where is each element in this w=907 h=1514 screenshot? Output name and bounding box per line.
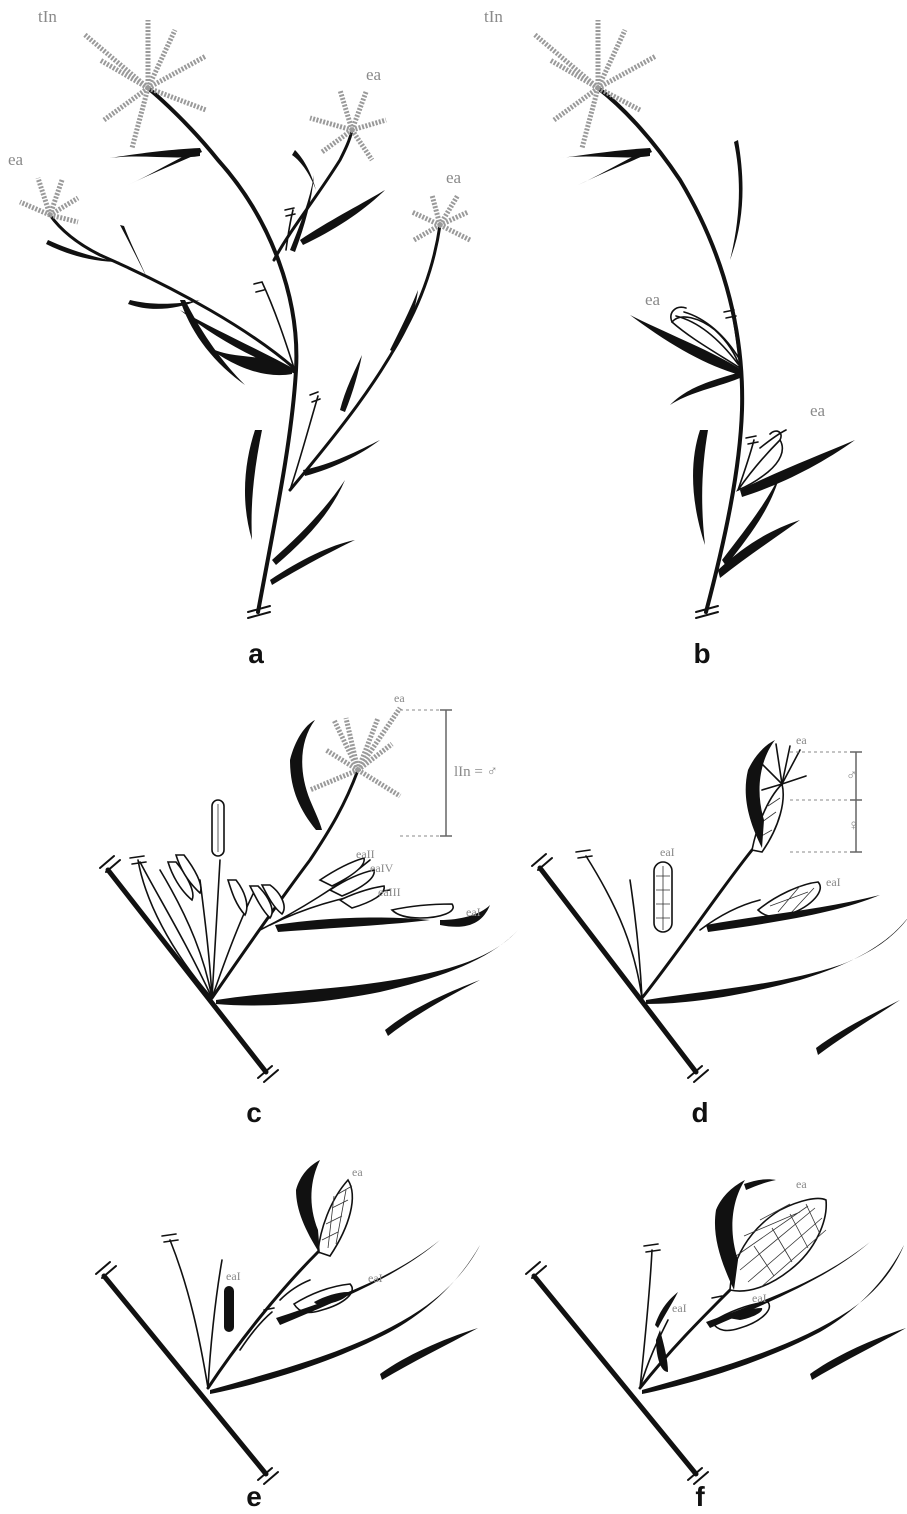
panel-c-eaII-label: eaII [356, 847, 375, 861]
panel-f-ea-label: ea [796, 1177, 807, 1191]
panel-f-eaI-label-1: eaI [672, 1301, 687, 1315]
panel-f-eaI-label-2: eaI [752, 1291, 767, 1305]
panel-d-letter: d [691, 1097, 708, 1128]
panel-a-ea-label-1: ea [366, 65, 382, 84]
panel-c-eaIV-label: eaIV [370, 861, 394, 875]
panel-d-male-label: ♂ [846, 768, 857, 784]
panel-d-plant [532, 740, 907, 1082]
panel-a-tIn-label: tIn [38, 7, 57, 26]
panel-a-plant [20, 20, 470, 618]
panel-b-letter: b [693, 638, 710, 669]
panel-d-eaI-label-2: eaI [826, 875, 841, 889]
panel-f-letter: f [695, 1481, 705, 1512]
panel-b-ea-label-2: ea [810, 401, 826, 420]
panel-e-letter: e [246, 1481, 262, 1512]
panel-f-plant [526, 1179, 906, 1484]
panel-c-lIn-male-label: lIn = ♂ [454, 764, 498, 780]
panel-c-eaIII-label: eaIII [378, 885, 401, 899]
panel-c-letter: c [246, 1097, 262, 1128]
panel-e-plant [96, 1160, 480, 1484]
panel-b-plant [534, 20, 855, 618]
panel-d-eaI-label-1: eaI [660, 845, 675, 859]
panel-b-tIn-label: tIn [484, 7, 503, 26]
panel-c-eaI-label: eaI [466, 905, 481, 919]
panel-e-eaI-label-2: eaI [368, 1271, 383, 1285]
panel-a-ea-label-3: ea [446, 168, 462, 187]
panel-a-letter: a [248, 638, 264, 669]
panel-a-ea-label-2: ea [8, 150, 24, 169]
panel-c-ea-label: ea [394, 691, 405, 705]
panel-b-ea-label-1: ea [645, 290, 661, 309]
panel-d-ea-label: ea [796, 733, 807, 747]
panel-d-female-label: ♀ [848, 818, 859, 834]
panel-e-ea-label: ea [352, 1165, 363, 1179]
panel-e-eaI-label-1: eaI [226, 1269, 241, 1283]
